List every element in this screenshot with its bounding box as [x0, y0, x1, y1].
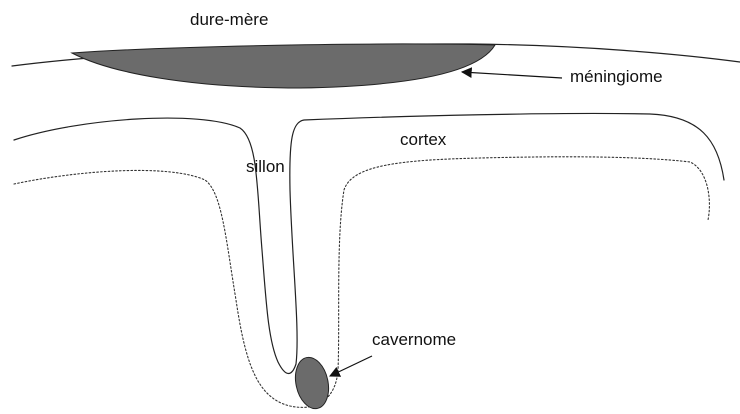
cavernoma-label: cavernome [372, 330, 456, 349]
meningioma-shape [72, 44, 495, 88]
cortex-label: cortex [400, 130, 447, 149]
cortex-surface-line [14, 113, 724, 373]
sulcus-label: sillon [246, 157, 285, 176]
dura-mater-label: dure-mère [190, 10, 268, 29]
meningioma-arrow [462, 72, 562, 78]
cortex-inner-boundary [14, 157, 709, 408]
cavernoma-arrow [330, 356, 372, 376]
meningioma-label: méningiome [570, 67, 663, 86]
cavernoma-shape [291, 354, 333, 412]
